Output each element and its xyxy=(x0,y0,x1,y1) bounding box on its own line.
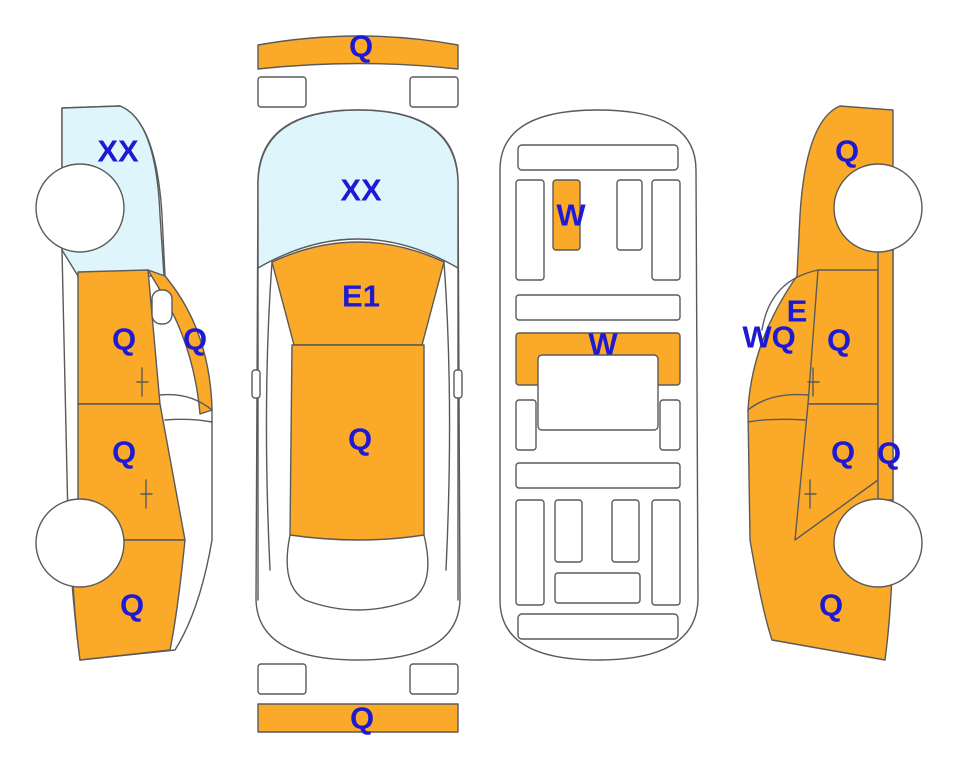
left-window-line xyxy=(159,393,213,423)
top-left-inner-line xyxy=(257,261,273,601)
label-roof: Q xyxy=(348,422,372,457)
rear-right-panel[interactable] xyxy=(651,499,681,606)
rear-bench[interactable] xyxy=(515,462,681,489)
dashboard[interactable] xyxy=(517,144,679,171)
left-door-handle-rear xyxy=(140,479,153,509)
top-view xyxy=(251,35,463,733)
label-windshield: XX xyxy=(340,173,382,208)
label-left-pillar: Q xyxy=(183,322,207,357)
label-right-rear-quarter: Q xyxy=(819,588,843,623)
right-door-handle-front xyxy=(807,367,820,397)
label-right-mirror: E xyxy=(787,294,808,329)
label-interior-floor: W xyxy=(588,327,618,362)
front-seat-left[interactable] xyxy=(552,179,581,251)
right-front-wheel[interactable] xyxy=(833,163,923,253)
rear-left-panel[interactable] xyxy=(515,499,545,606)
label-left-window: XX xyxy=(97,134,139,169)
label-right-rear-door: Q xyxy=(831,435,855,470)
left-mirror[interactable] xyxy=(151,289,173,325)
rear-seat-right[interactable] xyxy=(611,499,640,563)
label-interior-seat: W xyxy=(556,198,586,233)
label-left-rear-door: Q xyxy=(112,435,136,470)
center-console[interactable] xyxy=(537,354,659,431)
rear-right-lamp[interactable] xyxy=(409,663,459,695)
label-left-front-door: Q xyxy=(112,322,136,357)
right-door-handle-rear xyxy=(804,479,817,509)
rear-bumper[interactable] xyxy=(257,703,459,733)
windshield-glass[interactable] xyxy=(257,109,459,269)
left-rear-wheel[interactable] xyxy=(35,498,125,588)
front-bumper[interactable] xyxy=(257,35,459,70)
rear-left-side[interactable] xyxy=(515,399,537,451)
mid-panel[interactable] xyxy=(515,294,681,321)
rear-left-lamp[interactable] xyxy=(257,663,307,695)
label-rear-bumper: Q xyxy=(350,701,374,736)
rear-window-line xyxy=(286,534,429,611)
trunk-panel[interactable] xyxy=(554,572,641,604)
damage-labels: XX Q Q Q Q Q XX E1 Q Q W W Q E WQ Q Q Q … xyxy=(97,29,901,736)
label-right-sill: Q xyxy=(877,436,901,471)
right-mirror-top[interactable] xyxy=(453,369,463,399)
label-front-bumper: Q xyxy=(349,29,373,64)
label-right-fender: Q xyxy=(835,134,859,169)
left-door-handle-front xyxy=(136,367,149,397)
top-right-inner-line xyxy=(443,261,459,601)
interior-view xyxy=(499,109,699,661)
left-front-wheel[interactable] xyxy=(35,163,125,253)
trunk-lid[interactable] xyxy=(517,613,679,640)
left-side-view xyxy=(35,105,213,661)
front-seat-right[interactable] xyxy=(616,179,643,251)
front-left-side[interactable] xyxy=(515,179,545,281)
left-mirror-top[interactable] xyxy=(251,369,261,399)
label-right-front-door: Q xyxy=(827,323,851,358)
label-right-a-pillar: WQ xyxy=(742,320,795,355)
rear-right-side[interactable] xyxy=(659,399,681,451)
rear-seat-left[interactable] xyxy=(554,499,583,563)
front-left-lamp[interactable] xyxy=(257,76,307,108)
front-right-side[interactable] xyxy=(651,179,681,281)
label-left-rear-quarter: Q xyxy=(120,588,144,623)
right-rear-wheel[interactable] xyxy=(833,498,923,588)
label-roof-front: E1 xyxy=(342,279,380,314)
front-right-lamp[interactable] xyxy=(409,76,459,108)
right-window-line xyxy=(747,269,819,423)
right-side-view xyxy=(747,105,923,661)
